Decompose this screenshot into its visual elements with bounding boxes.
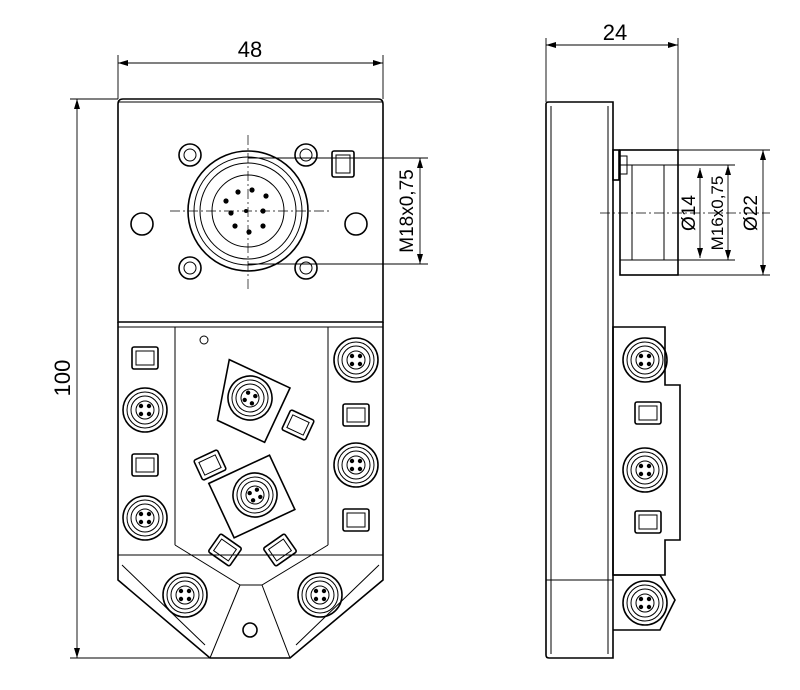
front-view	[117, 98, 384, 659]
front-upper-block	[117, 98, 384, 323]
port-left-2	[122, 495, 168, 541]
side-view	[545, 101, 770, 659]
front-lower-body	[117, 322, 384, 659]
main-connector	[170, 135, 330, 290]
dim-front-height	[70, 98, 210, 659]
side-port-2	[622, 447, 668, 493]
side-inner-diameter-label: Ø14	[679, 195, 700, 231]
side-port-3	[622, 580, 668, 626]
bottom-mount-hole	[242, 622, 258, 638]
side-depth-label: 24	[603, 20, 627, 45]
led-bottom-left	[207, 532, 243, 568]
front-height-label: 100	[50, 360, 75, 397]
led-right-1	[342, 403, 370, 427]
center-module-upper	[216, 358, 292, 444]
side-thread-label: M16x0,75	[708, 176, 727, 251]
dim-front-width	[117, 55, 384, 99]
port-bottom-left	[162, 572, 208, 618]
side-port-1	[622, 337, 668, 383]
led-left-2	[131, 453, 159, 477]
side-body	[545, 101, 614, 659]
main-status-led	[331, 150, 355, 178]
led-right-2	[342, 508, 370, 532]
front-thread-label: M18x0,75	[397, 169, 418, 252]
side-led-1	[634, 401, 662, 425]
port-right-1	[333, 337, 379, 383]
side-thread-stub	[600, 149, 770, 276]
led-center-lower	[192, 448, 228, 482]
led-left-1	[131, 346, 159, 370]
indicator-dot	[199, 335, 209, 345]
led-center-upper	[280, 408, 316, 442]
side-outer-diameter-label: Ø22	[741, 195, 762, 231]
dim-side-diameters	[678, 149, 770, 276]
port-bottom-right	[297, 572, 343, 618]
dim-front-thread	[248, 157, 428, 265]
led-bottom-right	[262, 532, 298, 568]
right-mount-hole	[344, 212, 368, 236]
port-left-1	[122, 387, 168, 433]
side-led-2	[634, 510, 662, 534]
dim-side-depth	[545, 38, 679, 150]
front-width-label: 48	[238, 37, 262, 62]
left-mount-hole	[130, 212, 154, 236]
port-right-2	[333, 442, 379, 488]
center-module-lower	[207, 454, 296, 539]
